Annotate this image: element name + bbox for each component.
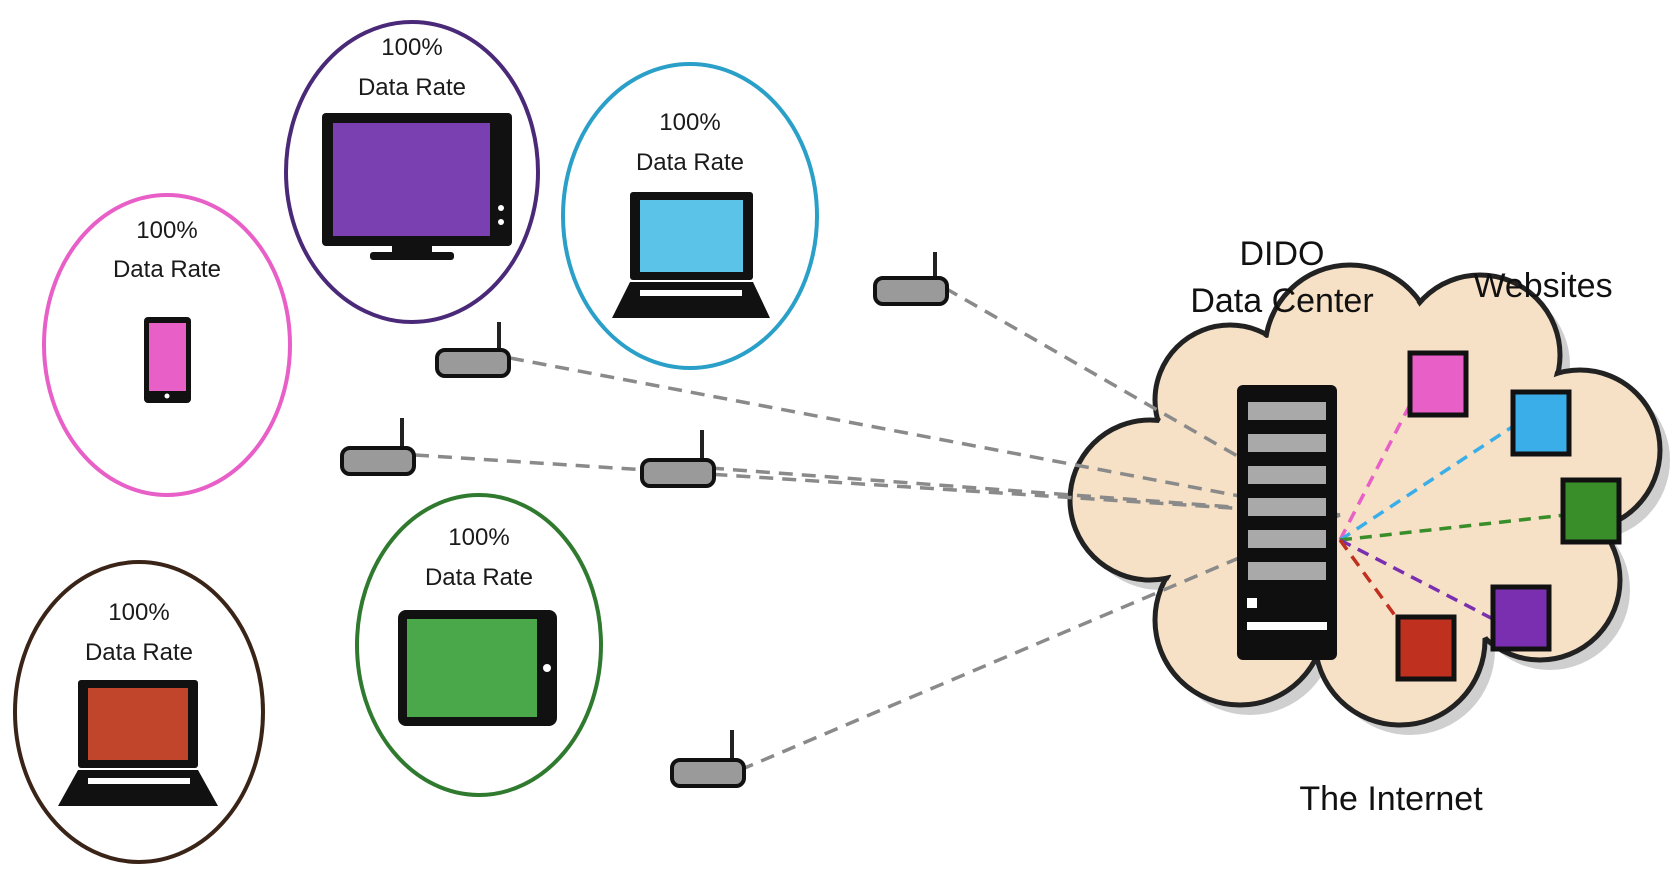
tablet-icon <box>398 610 557 726</box>
device-laptop-red: 100% Data Rate <box>13 560 265 864</box>
router-5-icon <box>670 730 746 788</box>
device-laptop-blue: 100% Data Rate <box>561 62 819 370</box>
datacenter-title: DIDO <box>1240 235 1325 273</box>
router-2-icon <box>435 322 511 378</box>
tv-caption: Data Rate <box>358 74 466 101</box>
laptop-red-percent: 100% <box>108 599 169 626</box>
website-icon-blue <box>1510 389 1572 457</box>
internet-label: The Internet <box>1299 780 1483 818</box>
monitor-icon <box>322 113 512 260</box>
phone-caption: Data Rate <box>113 256 221 283</box>
website-icon-green <box>1560 477 1622 545</box>
device-tv: 100% Data Rate <box>284 20 540 324</box>
laptop-blue-percent: 100% <box>659 109 720 136</box>
router-1-icon <box>873 252 949 306</box>
laptop-blue-caption: Data Rate <box>636 149 744 176</box>
phone-percent: 100% <box>136 217 197 244</box>
device-phone: 100% Data Rate <box>42 193 292 497</box>
website-icon-red <box>1395 614 1457 682</box>
smartphone-icon <box>144 317 191 403</box>
laptop-icon <box>612 192 770 318</box>
websites-label: Websites <box>1473 267 1612 305</box>
server-icon <box>1237 385 1337 660</box>
website-squares <box>1395 350 1622 682</box>
website-links <box>1338 394 1566 652</box>
laptop-icon <box>58 680 218 806</box>
device-tablet: 100% Data Rate <box>355 493 603 797</box>
laptop-red-caption: Data Rate <box>85 639 193 666</box>
router-3-icon <box>340 418 416 476</box>
router-4-icon <box>640 430 716 488</box>
tv-percent: 100% <box>381 34 442 61</box>
tablet-percent: 100% <box>448 524 509 551</box>
website-icon-purple <box>1490 584 1552 652</box>
datacenter-subtitle: Data Center <box>1190 282 1373 320</box>
website-icon-pink <box>1407 350 1469 418</box>
tablet-caption: Data Rate <box>425 564 533 591</box>
